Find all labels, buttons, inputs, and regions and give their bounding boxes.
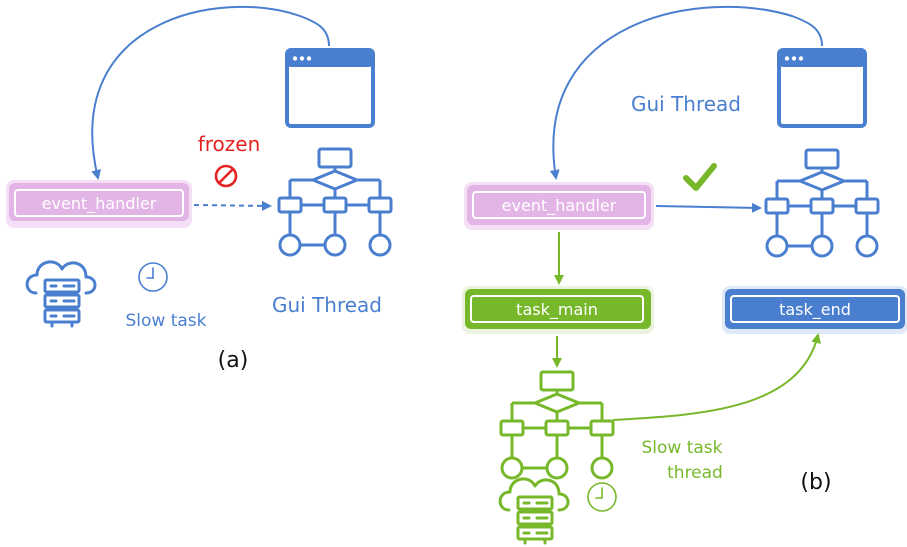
task-main-label: task_main [516,300,598,320]
flowchart-icon [499,370,615,480]
handler-to-gui-arrow-b [655,202,762,213]
panel-b: Gui Thread event_handler task_main ta [462,5,907,545]
caption-b: (b) [800,470,831,495]
browser-window-icon [777,48,867,128]
gui-to-handler-arrow-b [549,5,823,180]
clock-icon [587,482,617,512]
checkmark-icon [683,163,717,191]
task-end-box[interactable]: task_end [722,286,907,334]
task-end-label: task_end [779,300,851,320]
panel-a: event_handler frozen Gui Thread Slow tas… [6,5,393,373]
frozen-label: frozen [198,132,261,156]
event-handler-label-b: event_handler [502,196,617,216]
event-handler-box-b[interactable]: event_handler [464,182,654,230]
gui-thread-label-b: Gui Thread [631,92,741,116]
gui-thread-label-a: Gui Thread [272,293,382,317]
task-main-box[interactable]: task_main [462,286,654,334]
cloud-server-icon [25,260,97,328]
event-handler-label-a: event_handler [42,194,157,214]
caption-a: (a) [218,348,249,373]
cloud-server-icon [498,477,570,545]
flowchart-icon [277,147,393,257]
handler-to-gui-dashed-arrow [193,200,272,211]
flowchart-icon [764,148,880,258]
clock-icon [138,262,168,292]
slow-to-task-end-arrow [612,333,821,421]
prohibited-icon [214,164,238,188]
slow-task-label-a: Slow task [125,311,206,331]
slow-thread-label-line2: thread [667,463,723,483]
event-handler-box-a[interactable]: event_handler [6,180,192,228]
browser-window-icon [285,48,375,128]
slow-thread-label-line1: Slow task [641,438,722,458]
gui-to-handler-arrow-a [91,5,330,180]
